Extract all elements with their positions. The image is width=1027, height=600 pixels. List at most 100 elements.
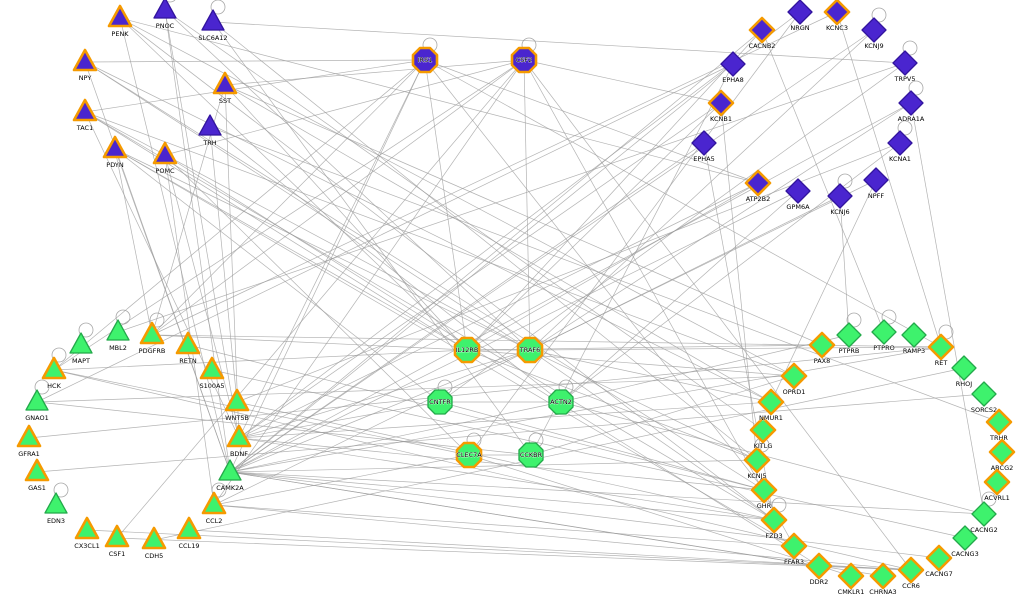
node-ATP2B2[interactable]: ATP2B2: [744, 169, 772, 203]
triangle-shape: [16, 424, 42, 448]
node-PDYN[interactable]: PDYN: [102, 135, 128, 169]
node-PNOC[interactable]: PNOC: [153, 0, 177, 30]
node-NPFF[interactable]: NPFF: [863, 167, 889, 200]
edge-TRH-TRHR: [209, 126, 1000, 423]
node-KCNA1[interactable]: KCNA1: [887, 130, 913, 163]
node-GNAO1[interactable]: GNAO1: [25, 389, 49, 422]
node-PDGFRB[interactable]: PDGFRB: [138, 321, 166, 355]
node-NRGN[interactable]: NRGN: [787, 0, 813, 32]
node-MBL2[interactable]: MBL2: [106, 319, 130, 352]
node-PENK[interactable]: PENK: [107, 4, 133, 38]
triangle-shape: [218, 459, 242, 481]
node-FZD3[interactable]: FZD3: [760, 506, 788, 540]
node-EPHA5[interactable]: EPHA5: [691, 130, 717, 163]
node-EPHA8[interactable]: EPHA8: [720, 51, 746, 84]
node-GFRA1[interactable]: GFRA1: [16, 424, 42, 458]
node-PAX8[interactable]: PAX8: [808, 331, 836, 365]
node-SST[interactable]: SST: [212, 71, 238, 105]
node-TRH[interactable]: TRH: [198, 114, 222, 147]
node-PTPRO[interactable]: PTPRO: [871, 319, 897, 352]
triangle-shape: [175, 331, 201, 355]
node-label: ACTN2: [550, 398, 572, 406]
node-SLC6A12[interactable]: SLC6A12: [198, 9, 228, 42]
node-label: CACNG3: [951, 550, 978, 558]
node-label: CSF1: [109, 550, 126, 558]
node-RET[interactable]: RET: [927, 333, 955, 367]
node-KCNJ5[interactable]: KCNJ5: [743, 446, 771, 480]
node-IL12RB[interactable]: IL12RB: [453, 336, 481, 364]
node-ACTN2[interactable]: ACTN2: [548, 389, 574, 415]
node-KCNB1[interactable]: KCNB1: [707, 89, 735, 123]
node-NPY[interactable]: NPY: [72, 48, 98, 82]
node-CSF2[interactable]: CSF2: [510, 46, 538, 74]
diamond-shape: [805, 552, 833, 580]
node-ACVRL1[interactable]: ACVRL1: [983, 468, 1011, 502]
node-RAMP3[interactable]: RAMP3: [901, 322, 927, 355]
edge-POMC-CCL2: [164, 154, 215, 506]
node-TRPV5[interactable]: TRPV5: [892, 50, 918, 83]
node-CHRNA3[interactable]: CHRNA3: [869, 562, 897, 596]
node-ADRA1A[interactable]: ADRA1A: [897, 90, 925, 123]
node-OPRD1[interactable]: OPRD1: [780, 362, 808, 396]
node-CCL19[interactable]: CCL19: [176, 516, 202, 550]
node-CX3CL1[interactable]: CX3CL1: [74, 516, 100, 550]
triangle-shape: [44, 492, 68, 514]
node-label: PDYN: [106, 161, 124, 169]
node-label: CHRNA3: [869, 588, 896, 596]
edge-CSF2-CSF1: [116, 59, 525, 539]
node-SORCS2[interactable]: SORCS2: [971, 381, 997, 414]
node-label: POMC: [155, 167, 175, 175]
node-KCNC3[interactable]: KCNC3: [823, 0, 851, 32]
node-S100A5[interactable]: S100A5: [199, 356, 225, 390]
node-KCNJ9[interactable]: KCNJ9: [861, 17, 887, 50]
node-PTPRB[interactable]: PTPRB: [836, 322, 862, 355]
diamond-shape: [691, 130, 717, 156]
node-HCK[interactable]: HCK: [41, 356, 67, 390]
edge-NRGN-CLEC7A: [468, 11, 801, 456]
node-CACNG2[interactable]: CACNG2: [970, 501, 998, 534]
node-CACNG7[interactable]: CACNG7: [925, 544, 953, 578]
node-WNT5B[interactable]: WNT5B: [224, 388, 250, 422]
node-TRHR[interactable]: TRHR: [985, 408, 1013, 442]
node-GAS1[interactable]: GAS1: [24, 458, 50, 492]
node-EDN3[interactable]: EDN3: [44, 492, 68, 525]
node-GHR[interactable]: GHR: [750, 476, 778, 510]
node-CCR6[interactable]: CCR6: [897, 556, 925, 590]
node-MAPT[interactable]: MAPT: [69, 332, 93, 365]
node-GPM6A[interactable]: GPM6A: [785, 178, 811, 211]
node-CDH5[interactable]: CDH5: [141, 526, 167, 560]
edge-SST-CSF2: [224, 59, 525, 86]
self-loop-SLC6A12: [210, 0, 226, 15]
node-CSF1[interactable]: CSF1: [104, 524, 130, 558]
diamond-shape: [971, 501, 997, 527]
node-CACNB2[interactable]: CACNB2: [748, 16, 776, 50]
node-CCKBR[interactable]: CCKBR: [518, 442, 544, 468]
diamond-shape: [983, 468, 1011, 496]
node-KCNJ6[interactable]: KCNJ6: [827, 183, 853, 216]
node-CAMK2A[interactable]: CAMK2A: [216, 459, 245, 492]
self-loop-CCL2: [211, 482, 227, 498]
diamond-shape: [988, 438, 1016, 466]
node-CMKLR1[interactable]: CMKLR1: [837, 562, 865, 596]
node-RHOJ[interactable]: RHOJ: [951, 355, 977, 388]
node-DDR2[interactable]: DDR2: [805, 552, 833, 586]
node-RETN[interactable]: RETN: [175, 331, 201, 365]
node-KITLG[interactable]: KITLG: [749, 416, 777, 450]
node-ABCG2[interactable]: ABCG2: [988, 438, 1016, 472]
node-POMC[interactable]: POMC: [152, 141, 178, 175]
node-CLEC7A[interactable]: CLEC7A: [455, 441, 483, 469]
self-loop-PNOC: [164, 0, 176, 3]
node-IRS1[interactable]: IRS1: [411, 46, 439, 74]
node-label: CAMK2A: [216, 484, 244, 492]
node-CACNG3[interactable]: CACNG3: [951, 525, 979, 558]
node-FFAR3[interactable]: FFAR3: [780, 532, 808, 566]
node-BDNF[interactable]: BDNF: [226, 424, 252, 458]
node-NMUR1[interactable]: NMUR1: [757, 388, 785, 422]
triangle-shape: [141, 526, 167, 550]
node-CCL2[interactable]: CCL2: [201, 491, 227, 525]
node-TAC1[interactable]: TAC1: [72, 98, 98, 132]
node-TRAF6[interactable]: TRAF6: [516, 336, 544, 364]
node-label: KCNJ6: [830, 208, 849, 216]
node-CNTFR[interactable]: CNTFR: [427, 389, 453, 415]
